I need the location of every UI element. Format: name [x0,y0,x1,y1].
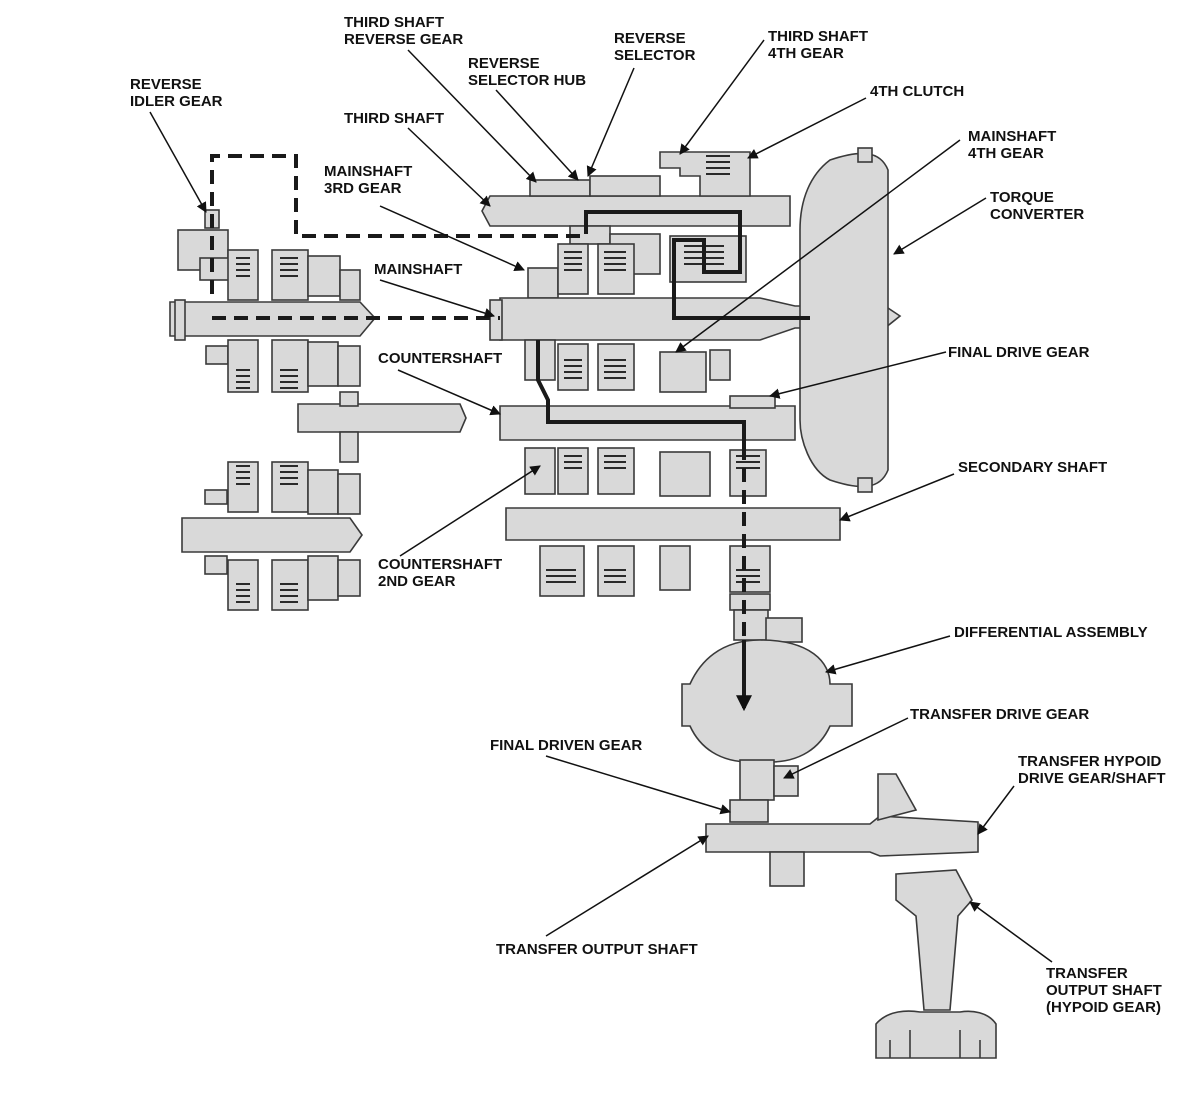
label-mainshaft-3rd-gear: MAINSHAFT 3RD GEAR [324,163,417,197]
differential-transfer-module [681,593,997,1059]
left-gear-module [169,209,467,611]
label-transfer-hypoid-drive-gear-shaft: TRANSFER HYPOID DRIVE GEAR/SHAFT [1018,753,1166,787]
label-final-drive-gear: FINAL DRIVE GEAR [948,344,1090,361]
leader-lines [149,39,1053,963]
label-4th-clutch: 4TH CLUTCH [870,83,964,100]
label-reverse-selector: REVERSE SELECTOR [614,30,696,64]
label-countershaft: COUNTERSHAFT [378,350,502,367]
label-third-shaft: THIRD SHAFT [344,110,444,127]
label-transfer-output-shaft-hypoid-gear: TRANSFER OUTPUT SHAFT (HYPOID GEAR) [1046,965,1166,1016]
power-flow-path [210,154,810,712]
label-final-driven-gear: FINAL DRIVEN GEAR [490,737,642,754]
label-countershaft-2nd-gear: COUNTERSHAFT 2ND GEAR [378,556,506,590]
label-torque-converter: TORQUE CONVERTER [990,189,1084,223]
label-reverse-idler-gear: REVERSE IDLER GEAR [130,76,223,110]
label-mainshaft: MAINSHAFT [374,261,462,278]
label-transfer-drive-gear: TRANSFER DRIVE GEAR [910,706,1089,723]
label-differential-assembly: DIFFERENTIAL ASSEMBLY [954,624,1148,641]
label-transfer-output-shaft: TRANSFER OUTPUT SHAFT [496,941,698,958]
label-secondary-shaft: SECONDARY SHAFT [958,459,1107,476]
label-third-shaft-reverse-gear: THIRD SHAFT REVERSE GEAR [344,14,463,48]
label-reverse-selector-hub: REVERSE SELECTOR HUB [468,55,586,89]
center-gear-module [481,147,902,597]
label-mainshaft-4th-gear: MAINSHAFT 4TH GEAR [968,128,1061,162]
label-third-shaft-4th-gear: THIRD SHAFT 4TH GEAR [768,28,872,62]
